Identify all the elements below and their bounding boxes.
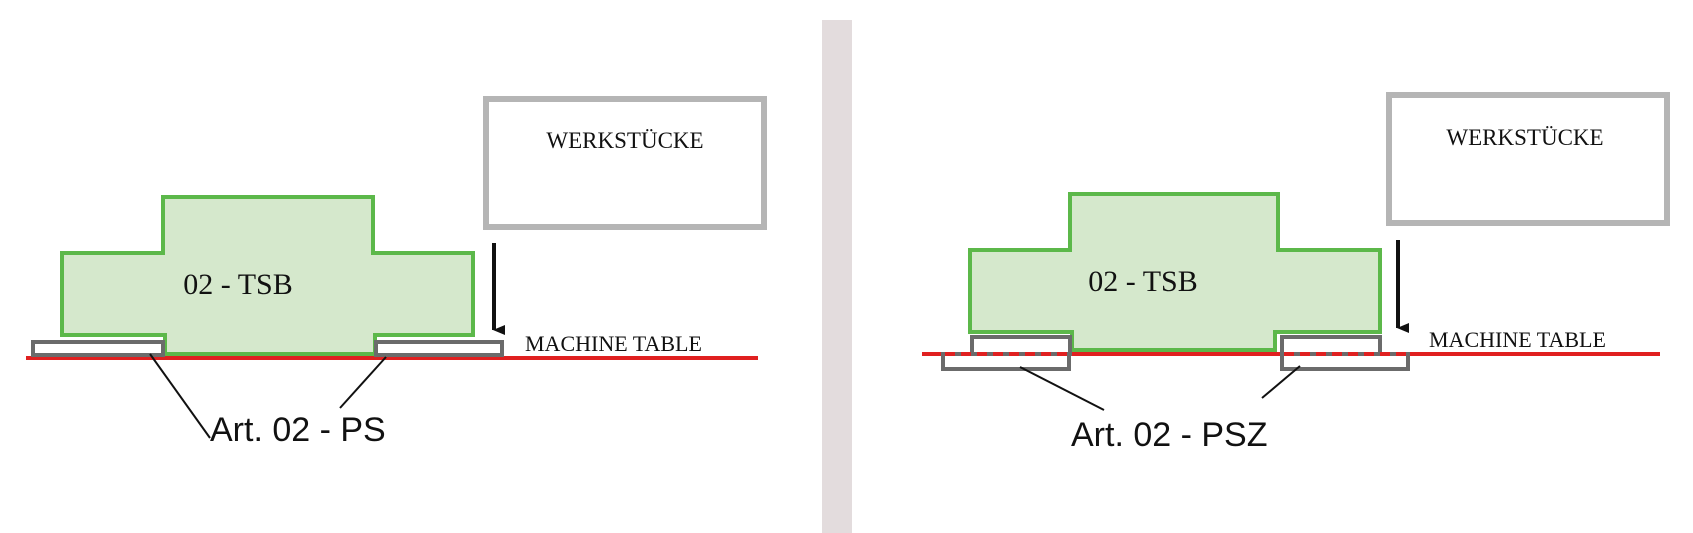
left-panel: WERKSTÜCKE MACHINE TABLE 02 - TSB Art. 0… <box>26 96 767 449</box>
left-tsb-label: 02 - TSB <box>183 268 292 301</box>
left-pad-left <box>31 340 165 357</box>
right-workpiece-box <box>1386 92 1670 226</box>
panel-divider <box>822 20 852 533</box>
right-panel: WERKSTÜCKE MACHINE TABLE 02 - TSB Art. 0… <box>922 92 1670 454</box>
right-leader-line-1 <box>1019 366 1105 411</box>
right-pad-right-lower <box>1280 352 1410 371</box>
left-leader-line-2 <box>339 356 387 409</box>
left-workpiece-label: WERKSTÜCKE <box>546 128 703 153</box>
right-pad-label: Art. 02 - PSZ <box>1071 416 1268 454</box>
right-pad-left-upper <box>970 335 1072 356</box>
right-machine-table-label: MACHINE TABLE <box>1429 327 1606 352</box>
right-pad-right-upper <box>1280 335 1382 356</box>
left-machine-table-label: MACHINE TABLE <box>525 331 702 356</box>
right-pad-left-lower <box>941 352 1071 371</box>
left-leader-line-1 <box>149 353 211 439</box>
right-workpiece-label: WERKSTÜCKE <box>1446 125 1603 150</box>
left-pad-right <box>374 340 504 357</box>
left-workpiece-box <box>483 96 767 230</box>
left-pad-label: Art. 02 - PS <box>210 411 386 449</box>
right-tsb-label: 02 - TSB <box>1088 265 1197 298</box>
right-tsb-body <box>968 192 1382 352</box>
right-leader-line-2 <box>1261 365 1301 399</box>
